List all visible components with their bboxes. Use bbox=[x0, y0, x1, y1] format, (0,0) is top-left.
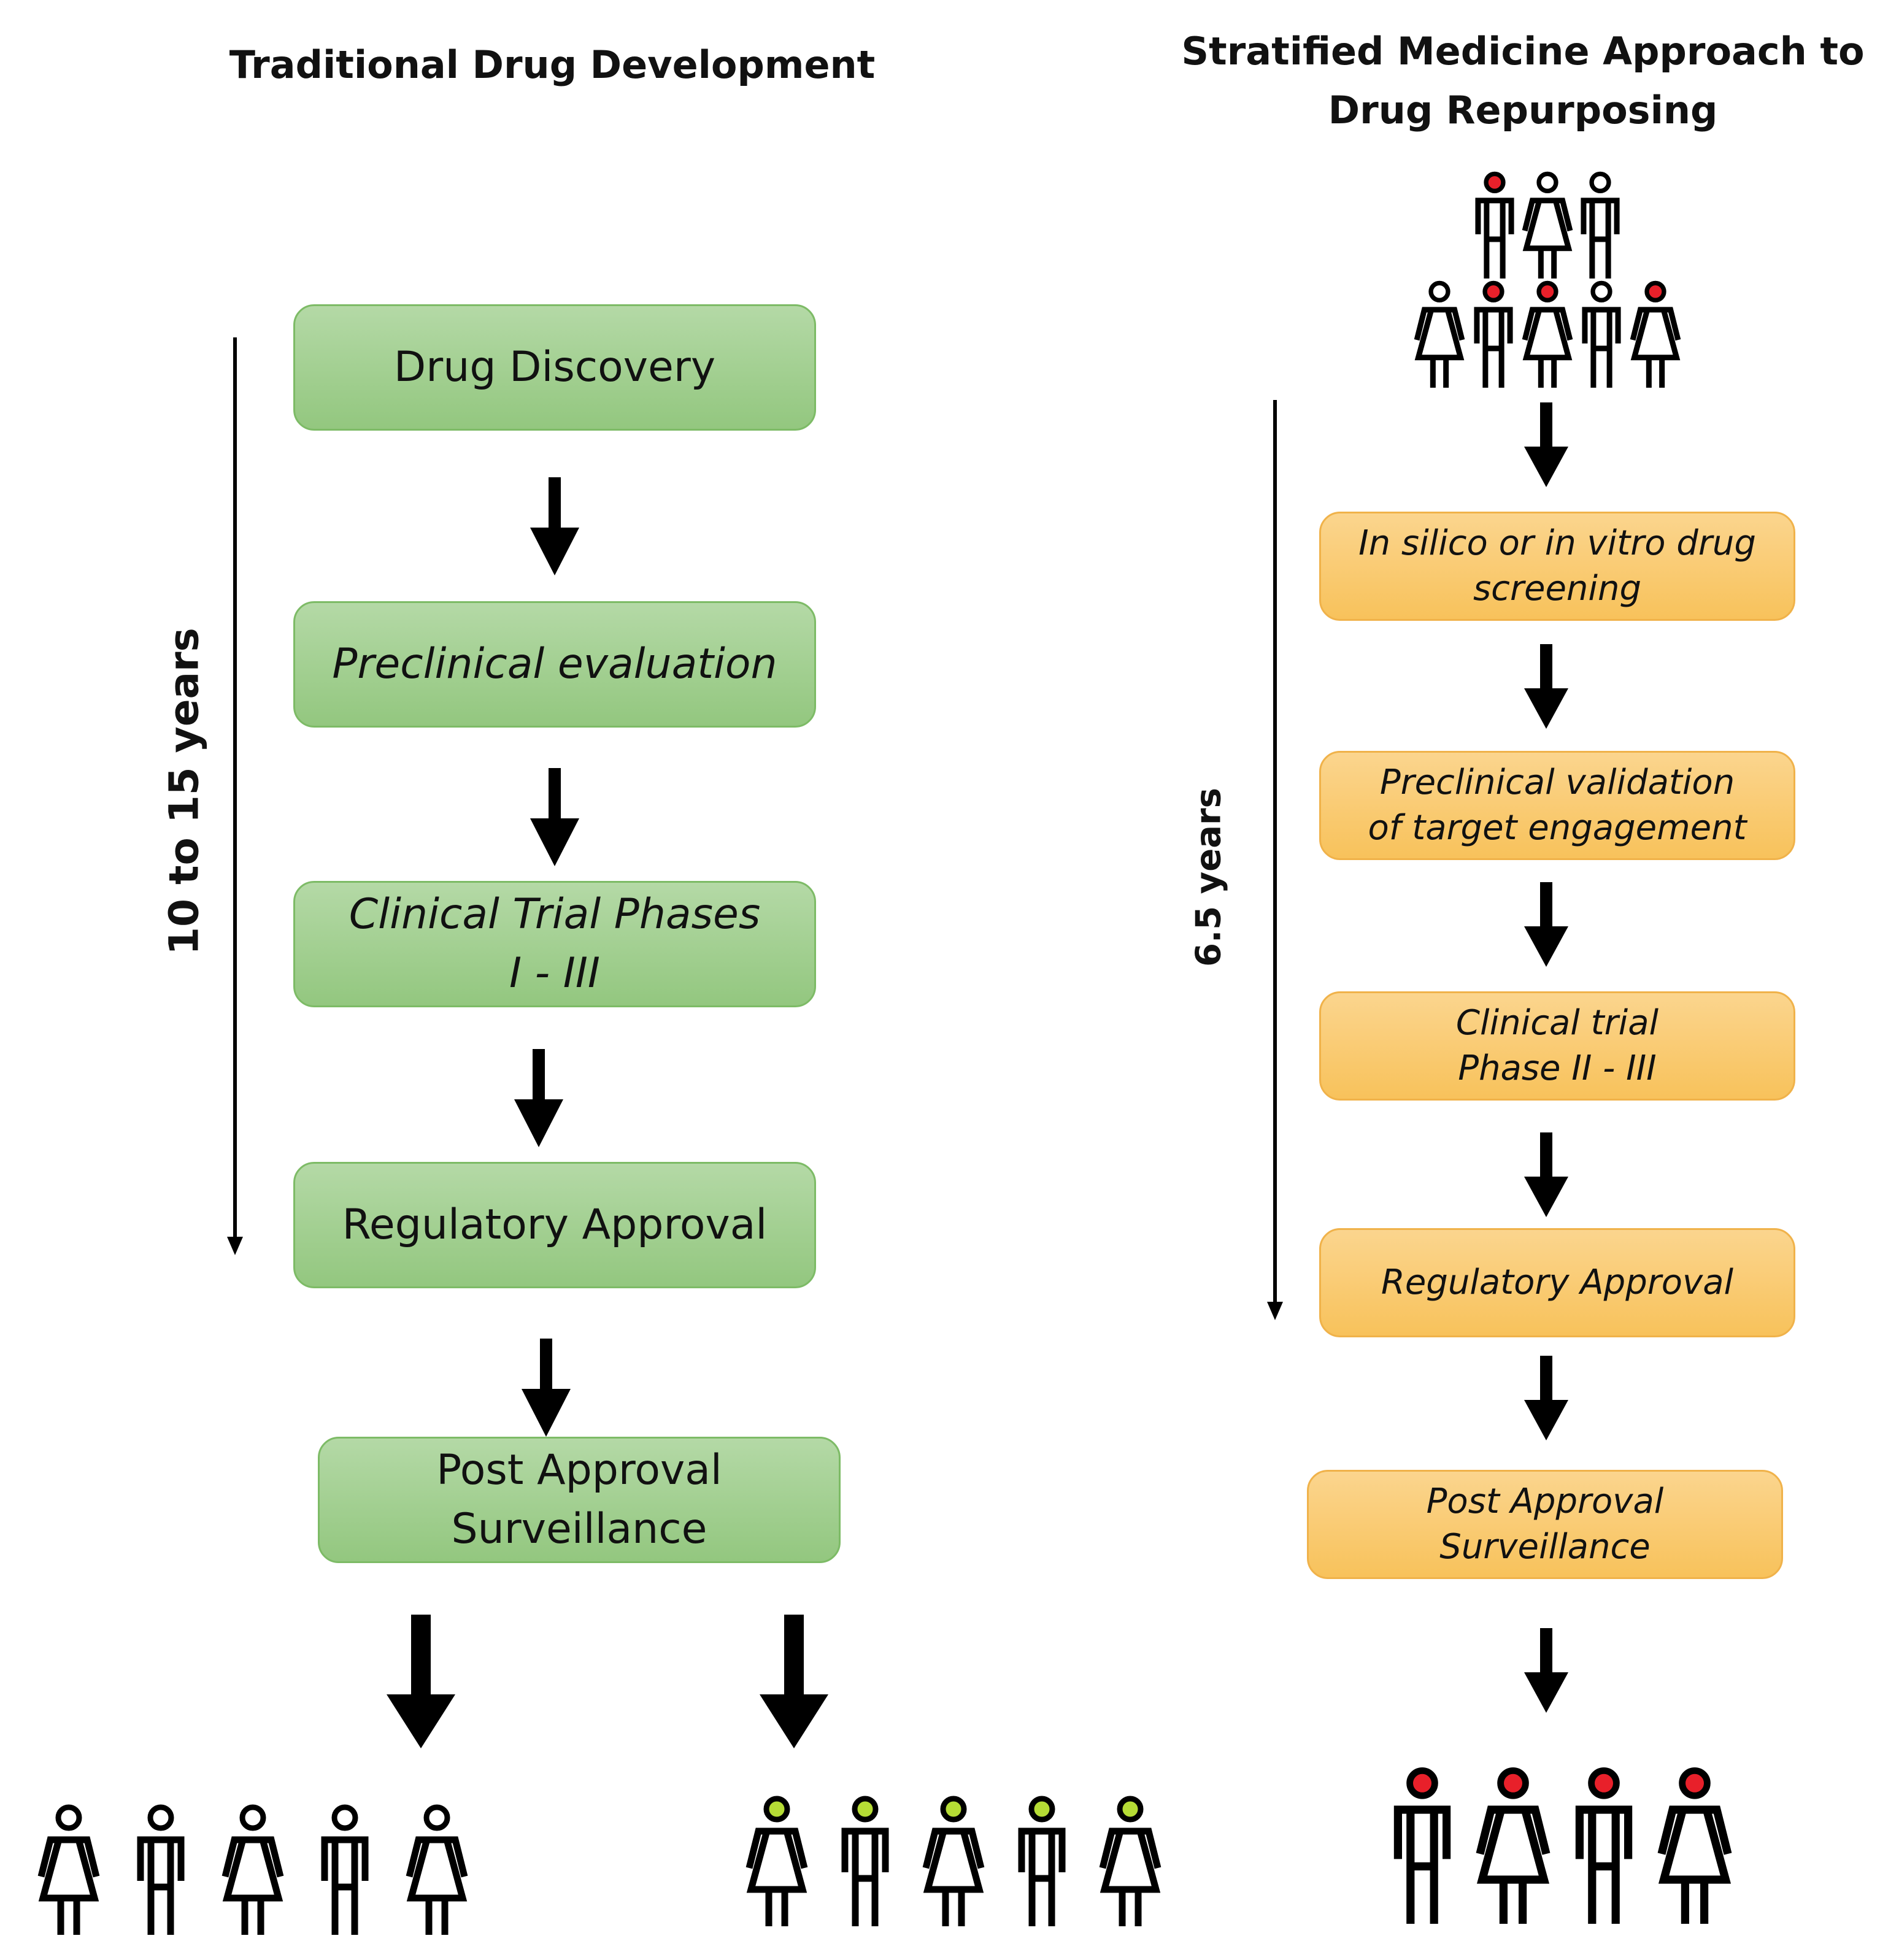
male-person-icon bbox=[841, 1796, 889, 1926]
step-label: Post Approval Surveillance bbox=[436, 1446, 722, 1553]
flow-arrow bbox=[530, 768, 579, 866]
stratified-timeline-arrowhead bbox=[1267, 1302, 1283, 1320]
female-person-icon bbox=[1630, 280, 1681, 388]
step-clinical-trial-phase-ii-iii: Clinical trial Phase II - III bbox=[1319, 991, 1795, 1101]
female-person-icon bbox=[1414, 280, 1465, 388]
step-label: Clinical Trial Phases I - III bbox=[349, 890, 761, 997]
flow-arrow bbox=[1524, 1132, 1568, 1217]
step-drug-discovery: Drug Discovery bbox=[293, 304, 816, 431]
female-person-icon bbox=[37, 1804, 100, 1935]
female-person-icon bbox=[1657, 1767, 1732, 1924]
step-label: In silico or in vitro drug screening bbox=[1358, 523, 1756, 609]
male-person-icon bbox=[137, 1804, 185, 1935]
traditional-timeline-arrowhead bbox=[227, 1237, 243, 1255]
male-person-icon bbox=[1474, 280, 1513, 388]
female-person-icon bbox=[922, 1796, 985, 1926]
step-post-approval-surveillance-stratified: Post Approval Surveillance bbox=[1307, 1470, 1783, 1579]
stratified-outcome-group bbox=[1393, 1767, 1732, 1924]
female-person-icon bbox=[222, 1804, 284, 1935]
step-preclinical-validation: Preclinical validation of target engagem… bbox=[1319, 751, 1795, 860]
flow-arrow bbox=[1524, 1628, 1568, 1713]
male-person-icon bbox=[1581, 171, 1620, 279]
female-person-icon bbox=[406, 1804, 468, 1935]
male-person-icon bbox=[1018, 1796, 1066, 1926]
flow-arrow bbox=[530, 477, 579, 575]
male-person-icon bbox=[1393, 1767, 1451, 1924]
step-label: Post Approval Surveillance bbox=[1426, 1482, 1664, 1567]
female-person-icon bbox=[1476, 1767, 1551, 1924]
step-preclinical-evaluation: Preclinical evaluation bbox=[293, 601, 816, 728]
patient-population-row-1 bbox=[1475, 171, 1620, 279]
male-person-icon bbox=[1475, 171, 1514, 279]
traditional-outcome-group-non-responders bbox=[37, 1804, 468, 1935]
traditional-title: Traditional Drug Development bbox=[229, 42, 876, 87]
step-label: Regulatory Approval bbox=[1381, 1262, 1734, 1302]
step-drug-screening: In silico or in vitro drug screening bbox=[1319, 512, 1795, 621]
female-person-icon bbox=[1099, 1796, 1162, 1926]
flow-arrow-outcome-right bbox=[760, 1615, 828, 1748]
step-label: Clinical trial Phase II - III bbox=[1455, 1003, 1659, 1088]
flow-arrow bbox=[1524, 882, 1568, 967]
male-person-icon bbox=[1575, 1767, 1633, 1924]
step-regulatory-approval-stratified: Regulatory Approval bbox=[1319, 1228, 1795, 1337]
flow-arrow bbox=[522, 1339, 571, 1437]
female-person-icon bbox=[1522, 171, 1573, 279]
flow-arrow bbox=[1524, 1356, 1568, 1440]
step-label: Regulatory Approval bbox=[342, 1201, 768, 1249]
step-label: Preclinical validation of target engagem… bbox=[1368, 763, 1747, 848]
flow-arrow bbox=[1524, 644, 1568, 729]
step-label: Drug Discovery bbox=[393, 343, 716, 391]
female-person-icon bbox=[745, 1796, 808, 1926]
step-regulatory-approval: Regulatory Approval bbox=[293, 1162, 816, 1288]
step-post-approval-surveillance: Post Approval Surveillance bbox=[318, 1437, 841, 1563]
flow-arrow-outcome-left bbox=[387, 1615, 455, 1748]
male-person-icon bbox=[321, 1804, 369, 1935]
step-clinical-trial-phases: Clinical Trial Phases I - III bbox=[293, 881, 816, 1007]
female-person-icon bbox=[1522, 280, 1573, 388]
stratified-title: Stratified Medicine Approach to Drug Rep… bbox=[1181, 29, 1865, 133]
patient-population-row-2 bbox=[1414, 280, 1681, 388]
flow-arrow bbox=[1524, 402, 1568, 487]
step-label: Preclinical evaluation bbox=[332, 640, 777, 688]
flow-arrow bbox=[514, 1049, 563, 1147]
male-person-icon bbox=[1582, 280, 1621, 388]
traditional-outcome-group-responders bbox=[745, 1796, 1162, 1926]
